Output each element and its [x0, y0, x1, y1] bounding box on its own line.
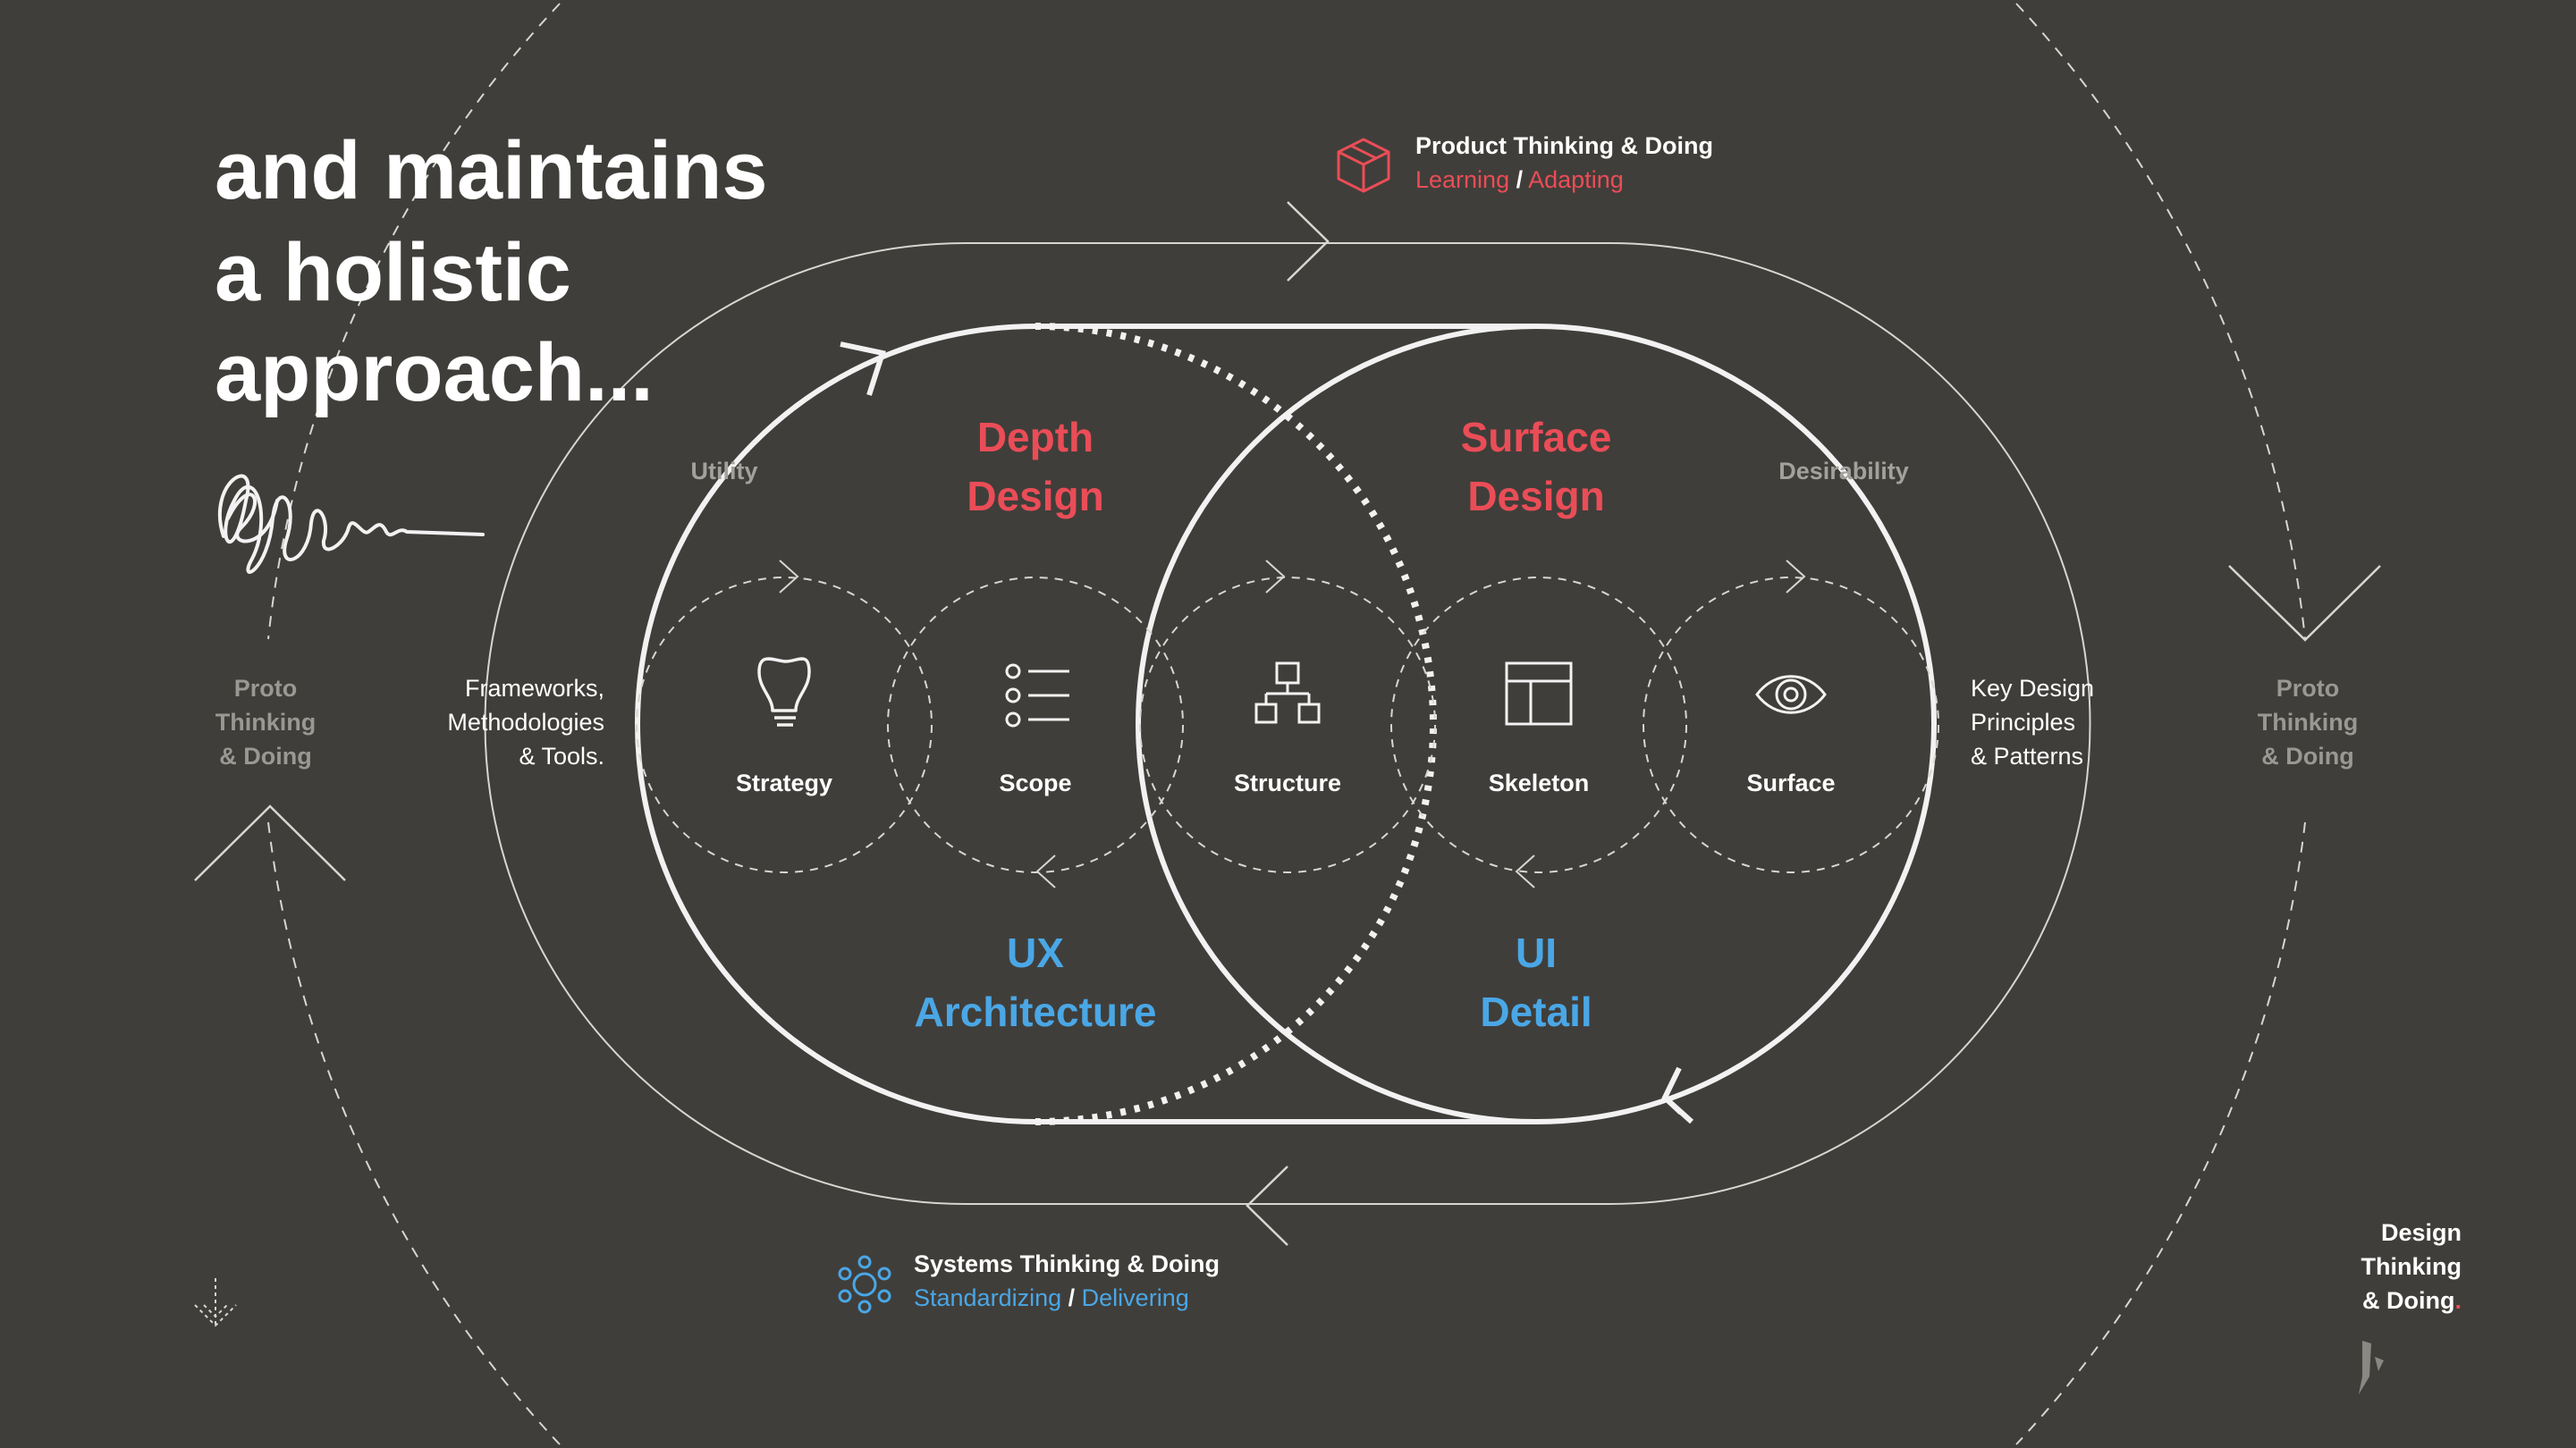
small-arrow-right-icon	[1786, 560, 1806, 594]
proto-left-line-3: & Doing	[219, 743, 311, 770]
product-thinking-sub: Learning / Adapting	[1415, 166, 1624, 193]
plane-label-skeleton: Skeleton	[1489, 770, 1590, 796]
depth-design-line-1: Depth	[977, 414, 1094, 460]
plane-label-surface: Surface	[1746, 770, 1835, 796]
outer-thin-loop	[484, 242, 2091, 1205]
signature-scribble	[217, 474, 485, 575]
left-note-line-3: & Tools.	[519, 743, 604, 770]
headline-line-3: approach...	[215, 327, 654, 418]
right-note-line-3: & Patterns	[1971, 743, 2083, 770]
stadium-arrow-bottom-tail-icon	[1662, 1095, 1694, 1124]
plane-label-scope: Scope	[999, 770, 1071, 796]
depth-design-line-2: Design	[967, 473, 1103, 519]
ui-detail-line-2: Detail	[1480, 989, 1592, 1035]
arrow-down-right-icon	[2228, 565, 2381, 642]
ui-detail-line-1: UI	[1516, 930, 1557, 976]
wireframe-icon	[1505, 661, 1573, 726]
plane-label-structure: Structure	[1234, 770, 1341, 796]
ux-architecture-line-2: Architecture	[915, 989, 1157, 1035]
main-stadium	[635, 324, 1937, 1124]
box-icon	[1337, 138, 1390, 193]
brand-logo-icon	[2359, 1341, 2384, 1394]
proto-right-line-1: Proto	[2276, 675, 2340, 702]
right-note-line-2: Principles	[1971, 709, 2075, 736]
proto-right-line-2: Thinking	[2258, 709, 2358, 736]
proto-right-line-3: & Doing	[2261, 743, 2353, 770]
left-note-line-2: Methodologies	[447, 709, 604, 736]
small-arrow-left-icon	[1515, 854, 1535, 888]
systems-thinking-sub: Standardizing / Delivering	[914, 1284, 1189, 1311]
brand-line-1: Design	[2381, 1219, 2462, 1246]
surface-design-line-2: Design	[1467, 473, 1604, 519]
eye-icon	[1755, 675, 1827, 714]
small-arrow-right-icon	[779, 560, 799, 594]
outer-dashed-cycle	[267, 3, 2306, 1445]
plane-label-strategy: Strategy	[736, 770, 832, 796]
left-note-line-1: Frameworks,	[465, 675, 604, 702]
headline-line-2: a holistic	[215, 227, 571, 318]
brand-line-3: & Doing.	[2362, 1287, 2462, 1314]
plane-circles	[636, 577, 1939, 873]
headline-line-1: and maintains	[215, 125, 768, 216]
loop-arrow-left-icon	[1246, 1166, 1288, 1246]
utility-label: Utility	[690, 458, 757, 484]
lightbulb-icon	[757, 657, 811, 727]
small-arrow-left-icon	[1035, 854, 1056, 888]
systems-thinking-title: Systems Thinking & Doing	[914, 1250, 1220, 1277]
scroll-down-icon[interactable]	[194, 1278, 237, 1327]
stadium-arrow-top-icon	[840, 341, 886, 396]
ux-architecture-line-1: UX	[1007, 930, 1064, 976]
right-note-line-1: Key Design	[1971, 675, 2094, 702]
product-thinking-title: Product Thinking & Doing	[1415, 132, 1713, 159]
brand-line-2: Thinking	[2361, 1253, 2462, 1280]
small-arrow-right-icon	[1265, 560, 1286, 594]
arrow-up-left-icon	[194, 804, 346, 881]
list-icon	[1005, 663, 1069, 728]
proto-left-line-2: Thinking	[215, 709, 316, 736]
loop-arrow-right-icon	[1287, 201, 1330, 282]
proto-left-line-1: Proto	[234, 675, 298, 702]
desirability-label: Desirability	[1778, 458, 1909, 484]
hierarchy-icon	[1254, 661, 1321, 724]
network-icon	[838, 1255, 891, 1314]
surface-design-line-1: Surface	[1461, 414, 1612, 460]
